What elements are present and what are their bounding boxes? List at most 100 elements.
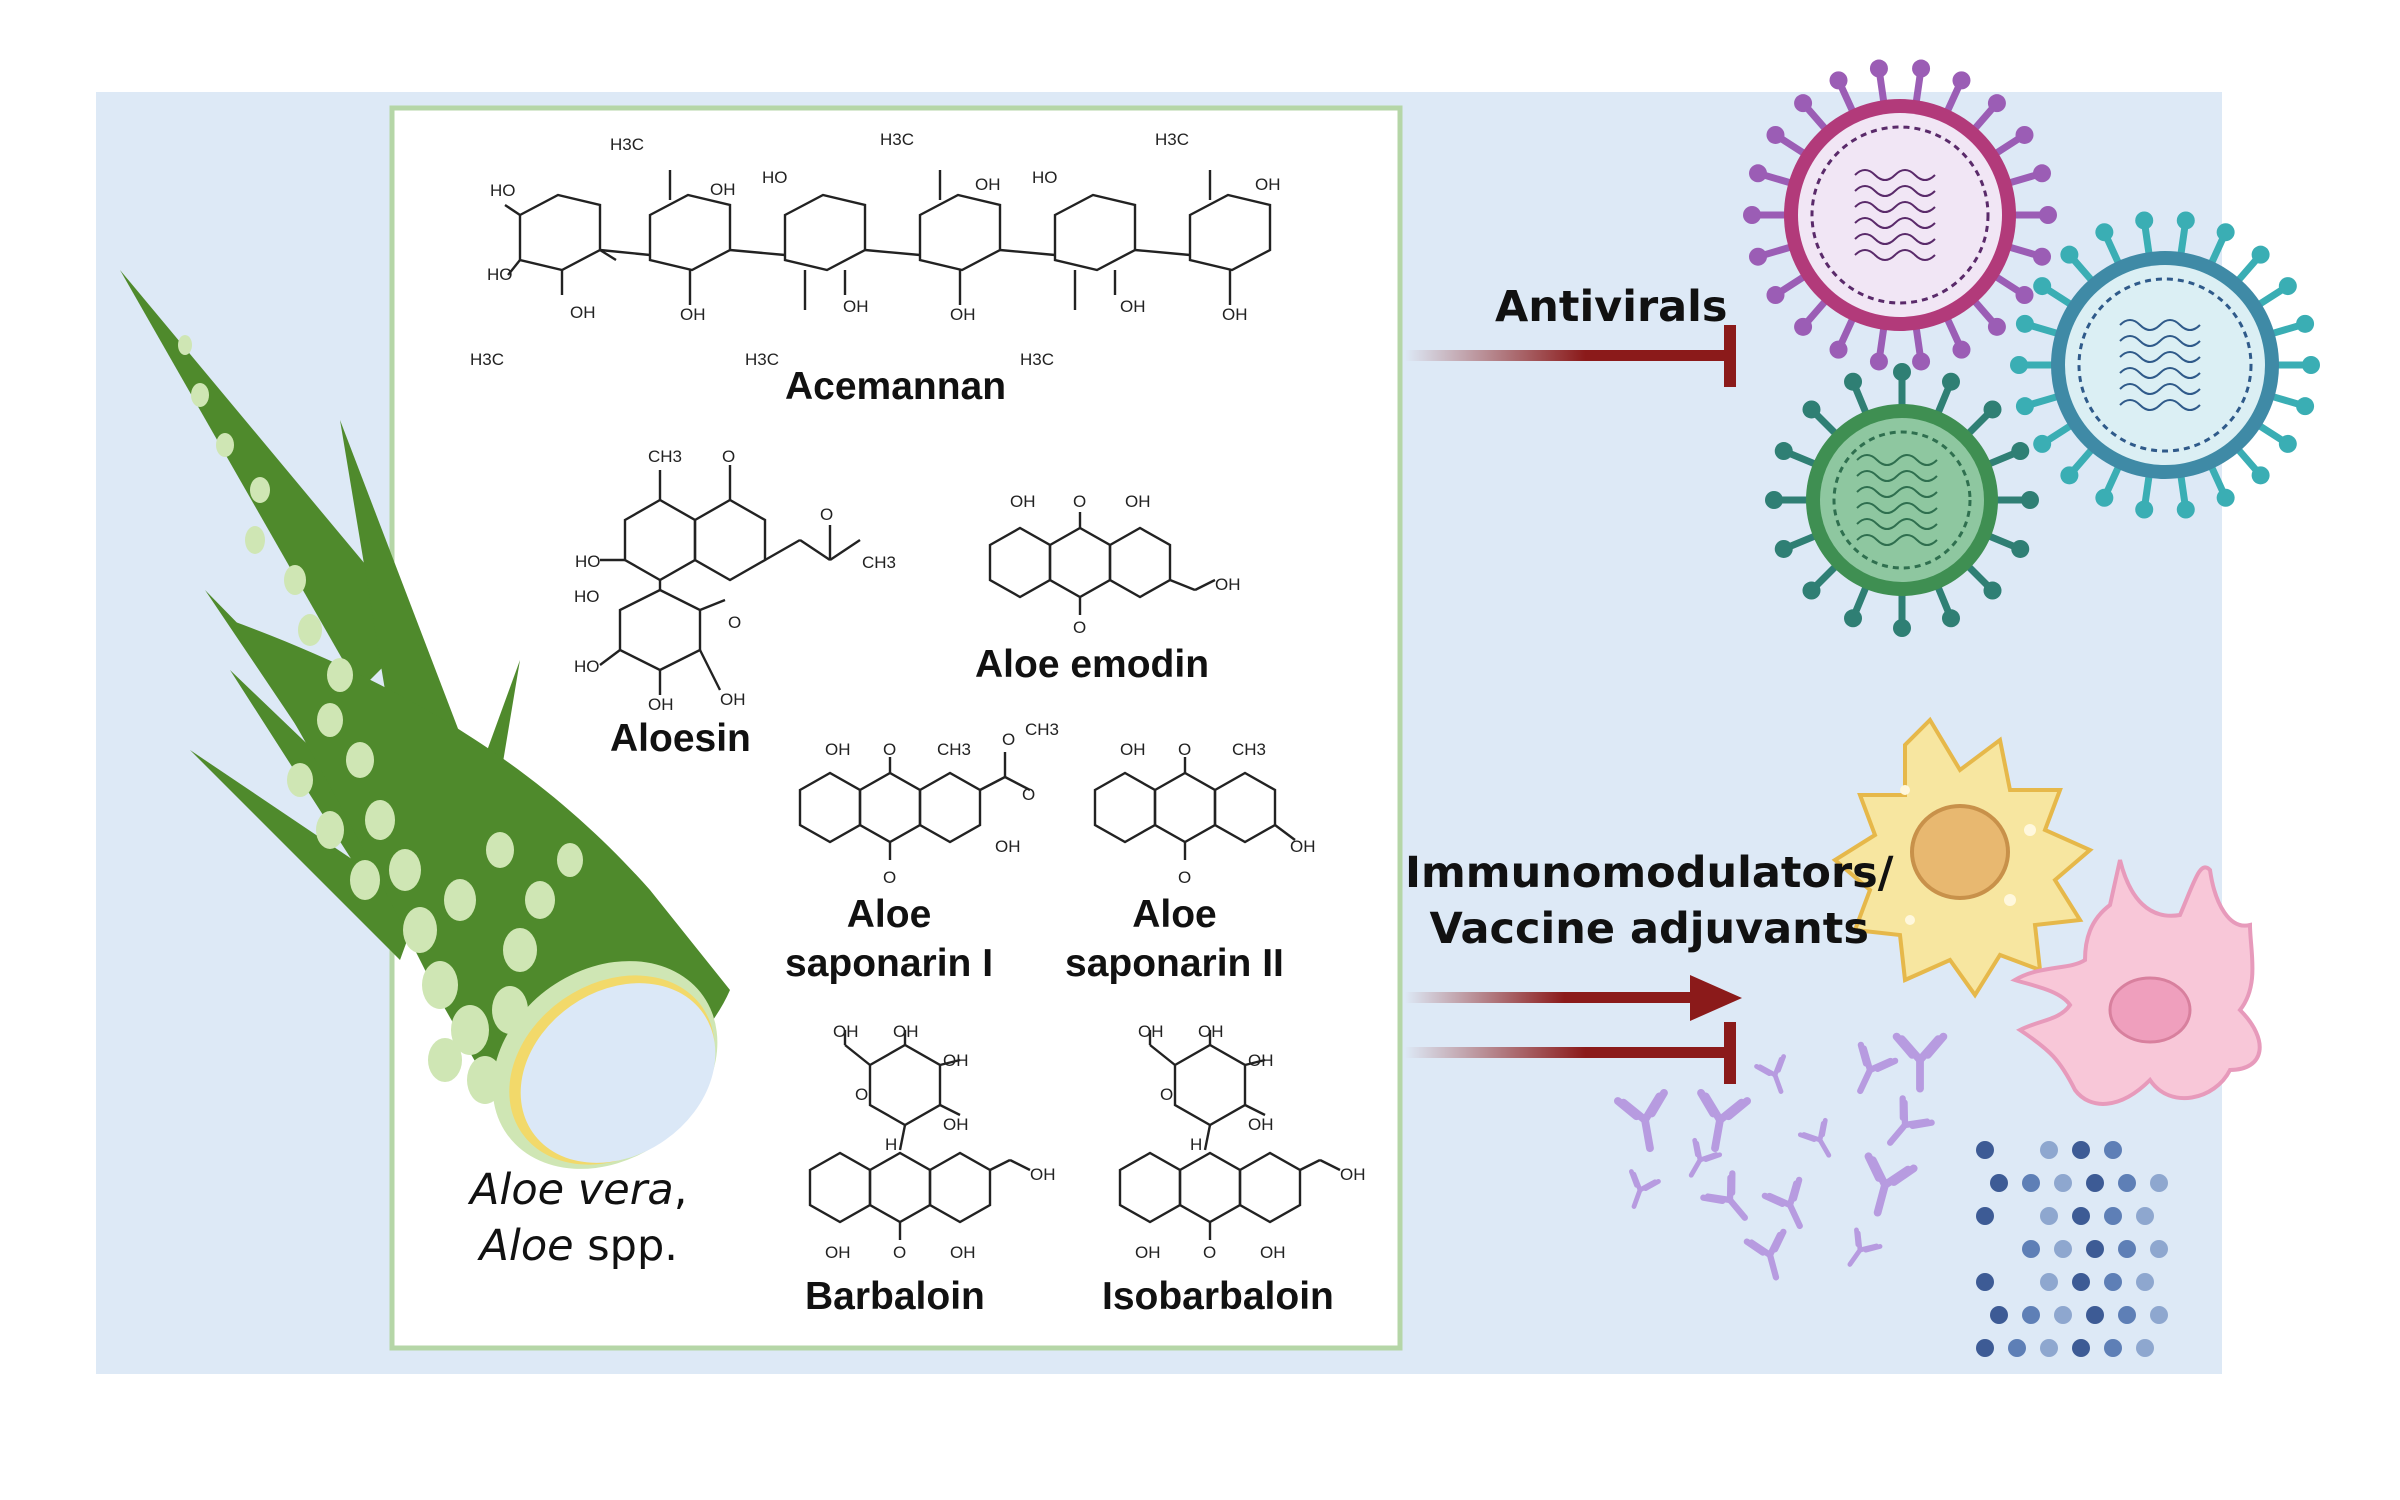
label-acemannan: Acemannan — [785, 365, 1006, 409]
svg-text:O: O — [1073, 618, 1086, 637]
svg-text:H3C: H3C — [1155, 130, 1189, 149]
cytokine-dot — [2118, 1306, 2136, 1324]
svg-text:CH3: CH3 — [937, 740, 971, 759]
svg-text:HO: HO — [574, 657, 600, 676]
cytokine-dot — [1976, 1141, 1994, 1159]
cytokine-dot — [2040, 1273, 2058, 1291]
svg-text:OH: OH — [1340, 1165, 1366, 1184]
svg-text:OH: OH — [995, 837, 1021, 856]
label-aloesin: Aloesin — [610, 717, 751, 761]
svg-text:OH: OH — [1290, 837, 1316, 856]
svg-text:O: O — [820, 505, 833, 524]
svg-text:OH: OH — [720, 690, 746, 709]
svg-text:HO: HO — [487, 265, 513, 284]
green-virus-icon — [1765, 363, 2039, 637]
cytokine-dot — [2008, 1339, 2026, 1357]
svg-text:H3C: H3C — [470, 350, 504, 369]
cytokine-dot — [2022, 1174, 2040, 1192]
svg-text:H: H — [885, 1135, 897, 1154]
cytokine-dot — [2086, 1306, 2104, 1324]
cytokine-dot — [2104, 1339, 2122, 1357]
svg-text:O: O — [1160, 1085, 1173, 1104]
svg-text:H3C: H3C — [880, 130, 914, 149]
svg-text:CH3: CH3 — [1025, 720, 1059, 739]
svg-text:H3C: H3C — [1020, 350, 1054, 369]
cytokine-dot — [2054, 1240, 2072, 1258]
svg-text:OH: OH — [1010, 492, 1036, 511]
svg-text:OH: OH — [893, 1022, 919, 1041]
svg-text:OH: OH — [1248, 1115, 1274, 1134]
label-isobarbaloin: Isobarbaloin — [1102, 1275, 1334, 1319]
svg-text:OH: OH — [1260, 1243, 1286, 1262]
svg-text:HO: HO — [575, 552, 601, 571]
cytokine-dot — [2086, 1240, 2104, 1258]
cytokine-dot — [2136, 1339, 2154, 1357]
cytokine-dot — [2022, 1240, 2040, 1258]
svg-text:H: H — [1190, 1135, 1202, 1154]
cytokine-dot — [2072, 1339, 2090, 1357]
svg-text:OH: OH — [943, 1051, 969, 1070]
svg-text:O: O — [883, 868, 896, 887]
svg-text:O: O — [1002, 730, 1015, 749]
svg-text:OH: OH — [833, 1022, 859, 1041]
svg-text:OH: OH — [825, 740, 851, 759]
svg-text:OH: OH — [1120, 740, 1146, 759]
cytokine-dot — [2136, 1207, 2154, 1225]
svg-text:OH: OH — [1030, 1165, 1056, 1184]
cytokine-dot — [2104, 1207, 2122, 1225]
svg-text:OH: OH — [1135, 1243, 1161, 1262]
svg-text:O: O — [855, 1085, 868, 1104]
svg-text:OH: OH — [1215, 575, 1241, 594]
cytokine-dot — [2104, 1141, 2122, 1159]
svg-text:OH: OH — [825, 1243, 851, 1262]
svg-text:OH: OH — [1138, 1022, 1164, 1041]
cytokine-dot — [1990, 1306, 2008, 1324]
cytokine-dot — [2040, 1339, 2058, 1357]
svg-text:OH: OH — [1248, 1051, 1274, 1070]
cytokine-dot — [2040, 1141, 2058, 1159]
cytokine-dot — [2054, 1306, 2072, 1324]
label-barbaloin: Barbaloin — [805, 1275, 985, 1319]
cytokine-dot — [2072, 1207, 2090, 1225]
label-immunomodulators: Immunomodulators/ Vaccine adjuvants — [1405, 845, 1893, 957]
svg-text:O: O — [728, 613, 741, 632]
svg-text:CH3: CH3 — [862, 553, 896, 572]
svg-text:HO: HO — [490, 181, 516, 200]
cytokine-dot — [1976, 1207, 1994, 1225]
svg-text:O: O — [883, 740, 896, 759]
svg-text:O: O — [1203, 1243, 1216, 1262]
cytokine-dot — [2072, 1141, 2090, 1159]
cytokine-dot — [2054, 1174, 2072, 1192]
svg-text:OH: OH — [710, 180, 736, 199]
svg-text:HO: HO — [574, 587, 600, 606]
svg-text:OH: OH — [1222, 305, 1248, 324]
label-aloe-emodin: Aloe emodin — [975, 643, 1209, 687]
svg-text:O: O — [1178, 740, 1191, 759]
cytokine-dot — [1976, 1273, 1994, 1291]
svg-text:H3C: H3C — [745, 350, 779, 369]
svg-text:OH: OH — [950, 1243, 976, 1262]
cytokine-dot — [2086, 1174, 2104, 1192]
label-aloe-saponarin-2: Aloe saponarin II — [1065, 890, 1284, 988]
cytokine-dot — [2150, 1174, 2168, 1192]
svg-text:O: O — [722, 447, 735, 466]
cytokine-dot — [2118, 1174, 2136, 1192]
svg-text:CH3: CH3 — [648, 447, 682, 466]
label-aloe-saponarin-1: Aloe saponarin I — [785, 890, 993, 988]
cytokine-dot — [2072, 1273, 2090, 1291]
label-plant-species: Aloe vera, Aloe spp. — [470, 1162, 687, 1274]
svg-text:O: O — [1073, 492, 1086, 511]
cytokine-dot — [1990, 1174, 2008, 1192]
svg-text:CH3: CH3 — [1232, 740, 1266, 759]
svg-text:OH: OH — [975, 175, 1001, 194]
svg-text:OH: OH — [1120, 297, 1146, 316]
cytokine-dot — [2118, 1240, 2136, 1258]
svg-text:O: O — [1178, 868, 1191, 887]
svg-text:OH: OH — [1198, 1022, 1224, 1041]
svg-text:OH: OH — [843, 297, 869, 316]
cytokine-dot — [2104, 1273, 2122, 1291]
cytokine-dot — [2022, 1306, 2040, 1324]
svg-text:H3C: H3C — [610, 135, 644, 154]
label-antivirals: Antivirals — [1495, 282, 1728, 332]
cytokine-dot — [2136, 1273, 2154, 1291]
